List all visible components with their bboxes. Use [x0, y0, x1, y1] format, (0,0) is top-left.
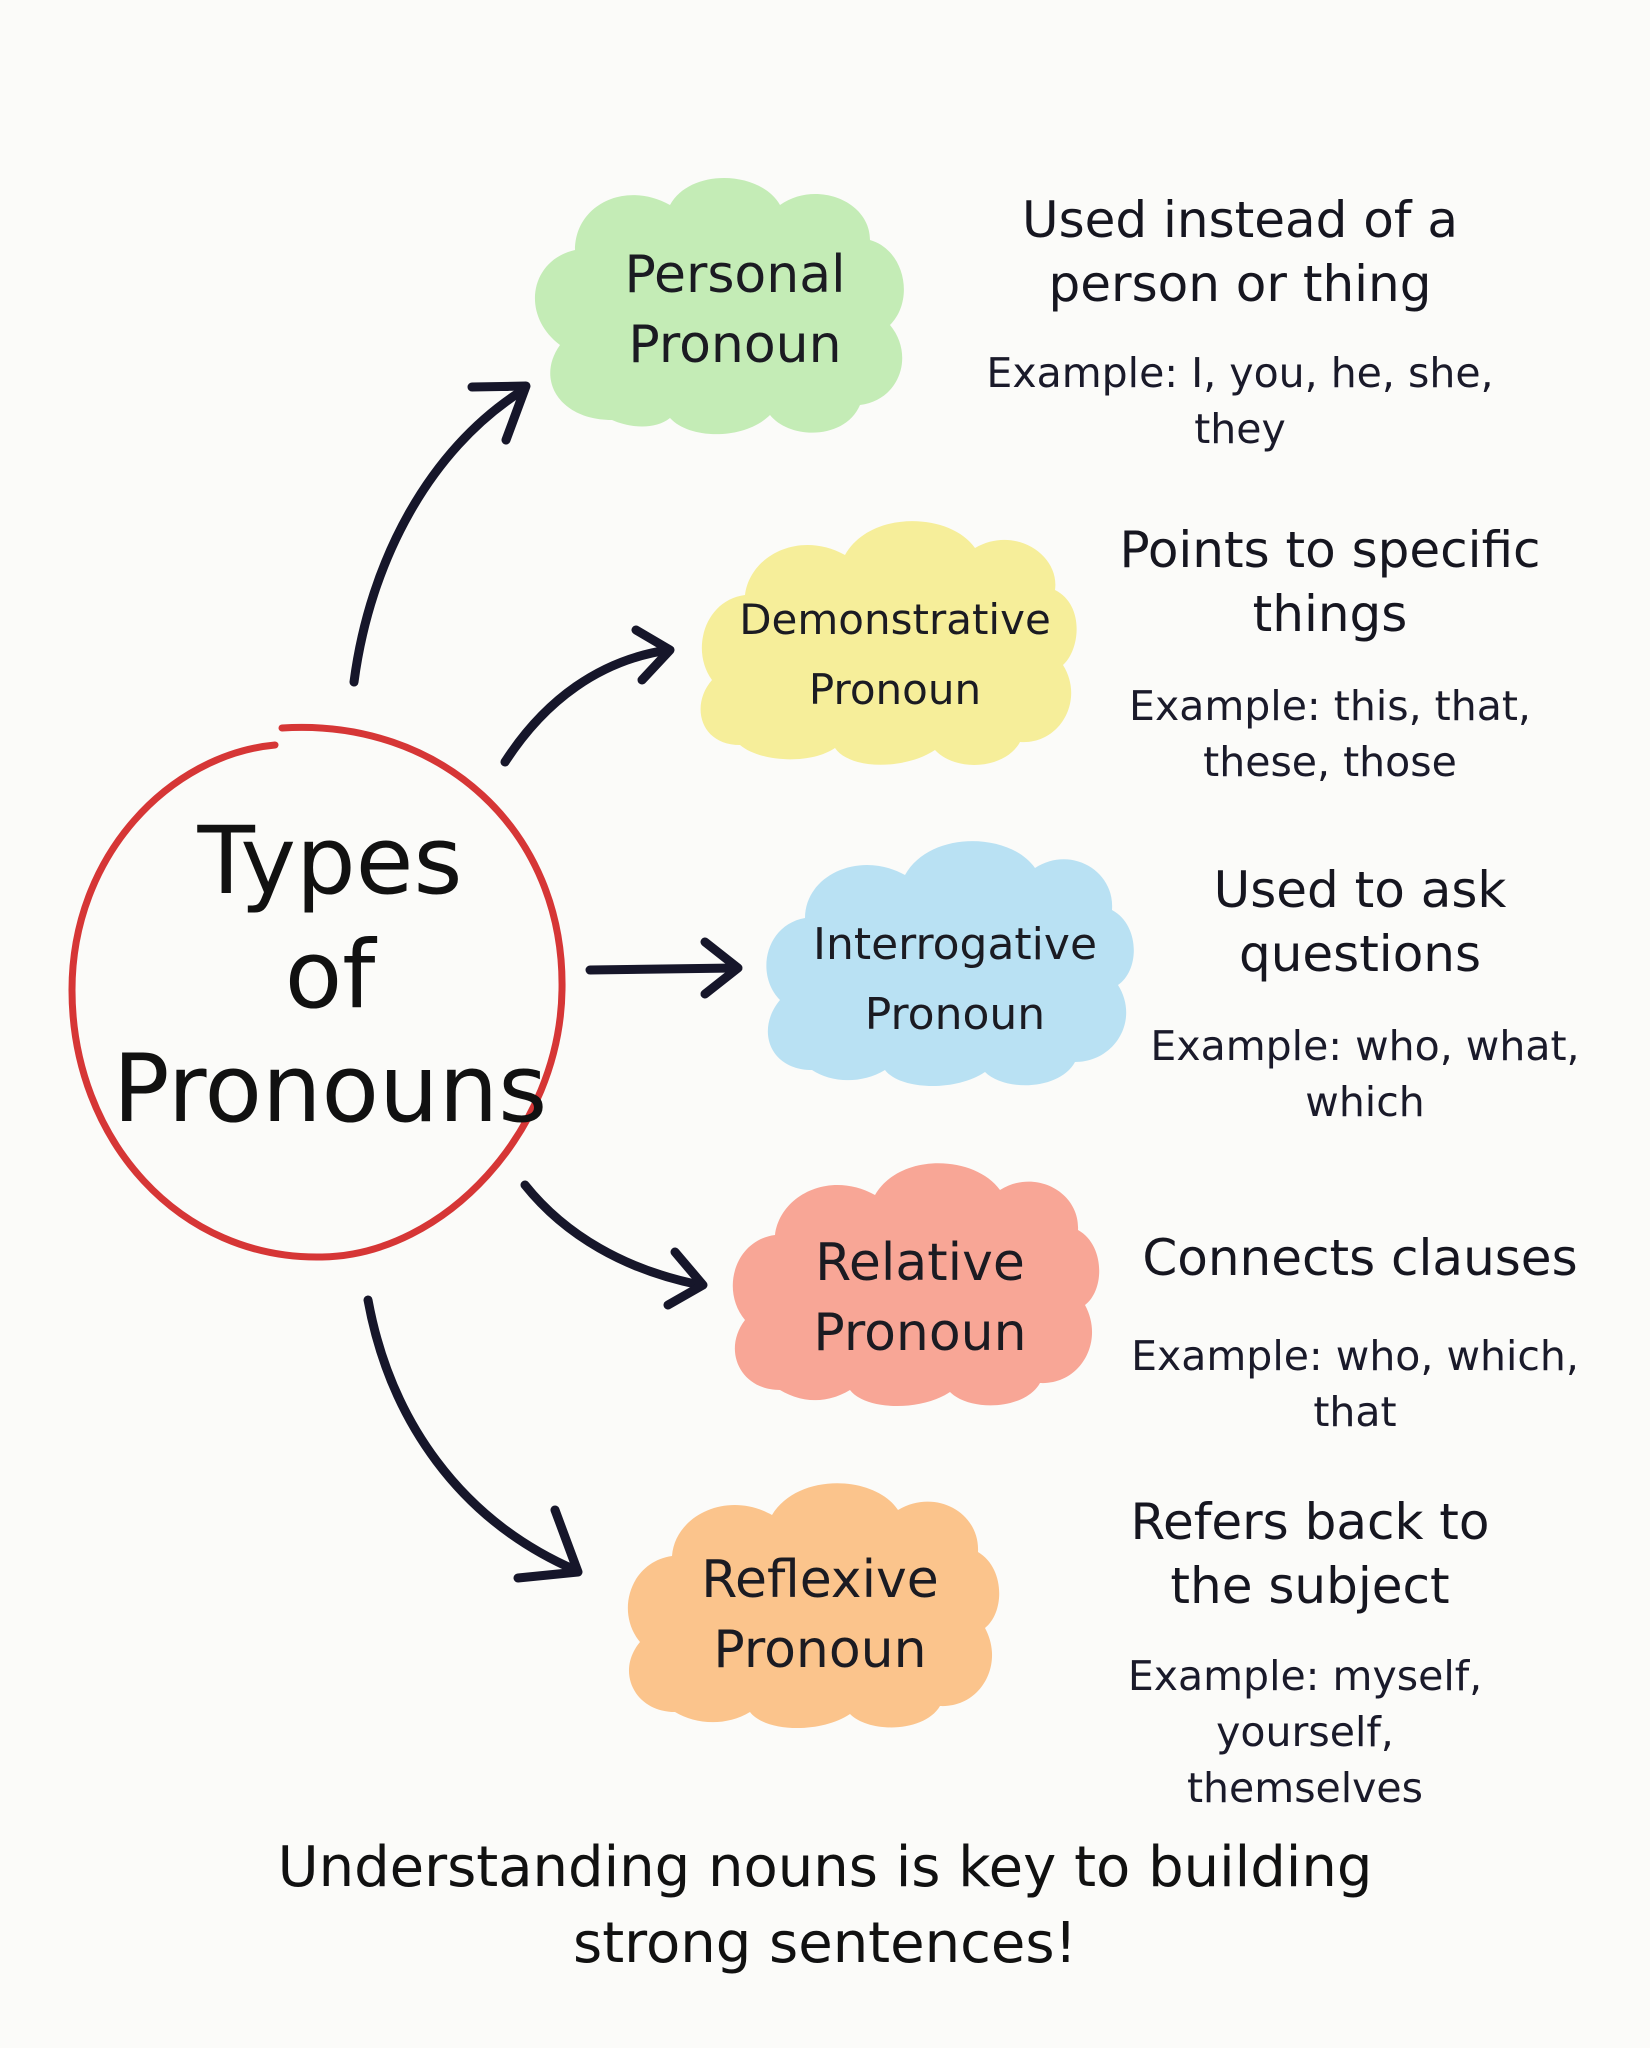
desc-line: questions	[1238, 925, 1482, 983]
example-line: which	[1305, 1078, 1425, 1126]
interrogative-description: Used to ask questions	[1150, 858, 1570, 986]
footer-line: Understanding nouns is key to building	[277, 1835, 1373, 1900]
label-line: Pronoun	[713, 1620, 927, 1680]
label-line: Pronoun	[813, 1303, 1027, 1363]
relative-example: Example: who, which, that	[1130, 1328, 1580, 1440]
center-title-line: Pronouns	[112, 1035, 548, 1144]
demonstrative-example: Example: this, that, these, those	[1110, 678, 1550, 790]
desc-line: person or thing	[1048, 255, 1432, 313]
label-line: Demonstrative	[739, 595, 1051, 644]
arrow-to-reflexive	[363, 1295, 583, 1583]
footer-caption: Understanding nouns is key to building s…	[150, 1830, 1500, 1982]
arrow-to-personal	[349, 381, 531, 687]
cloud-personal	[534, 177, 904, 435]
arrow-to-relative	[520, 1180, 708, 1310]
footer-line: strong sentences!	[573, 1911, 1077, 1976]
personal-pronoun-label: Personal Pronoun	[585, 240, 885, 380]
desc-line: Points to specific	[1119, 521, 1541, 579]
example-line: that	[1313, 1388, 1397, 1436]
relative-pronoun-label: Relative Pronoun	[760, 1228, 1080, 1368]
arrow-to-demonstrative	[500, 625, 675, 767]
demonstrative-description: Points to specific things	[1090, 518, 1570, 646]
label-line: Pronoun	[808, 665, 982, 714]
relative-description: Connects clauses	[1120, 1226, 1600, 1290]
interrogative-example: Example: who, what, which	[1145, 1018, 1585, 1130]
center-title-line: Types	[197, 807, 463, 916]
center-title: Types of Pronouns	[95, 805, 565, 1147]
example-line: Example: who, which,	[1131, 1332, 1579, 1380]
arrow-to-interrogative	[585, 937, 743, 999]
example-line: these, those	[1203, 738, 1457, 786]
reflexive-pronoun-label: Reflexive Pronoun	[665, 1545, 975, 1685]
label-line: Pronoun	[628, 315, 842, 375]
label-line: Reflexive	[701, 1550, 939, 1610]
reflexive-description: Refers back to the subject	[1070, 1490, 1550, 1618]
interrogative-pronoun-label: Interrogative Pronoun	[775, 910, 1135, 1050]
desc-line: Connects clauses	[1142, 1229, 1578, 1287]
label-line: Interrogative	[812, 919, 1098, 970]
center-ring	[68, 723, 566, 1261]
personal-description: Used instead of a person or thing	[960, 188, 1520, 316]
cloud-demonstrative	[700, 521, 1077, 765]
demonstrative-pronoun-label: Demonstrative Pronoun	[705, 585, 1085, 725]
example-line: Example: I, you, he, she, they	[986, 349, 1494, 453]
label-line: Pronoun	[864, 989, 1046, 1040]
desc-line: Refers back to	[1130, 1493, 1490, 1551]
cloud-relative	[732, 1163, 1100, 1407]
example-line: themselves	[1186, 1764, 1424, 1812]
label-line: Personal	[624, 245, 846, 305]
cloud-reflexive	[627, 1483, 1000, 1729]
desc-line: Used instead of a	[1021, 191, 1459, 249]
example-line: Example: who, what,	[1150, 1022, 1580, 1070]
cloud-interrogative	[766, 841, 1134, 1087]
desc-line: the subject	[1170, 1557, 1450, 1615]
reflexive-example: Example: myself, yourself, themselves	[1035, 1648, 1575, 1816]
desc-line: things	[1252, 585, 1408, 643]
label-line: Relative	[815, 1233, 1025, 1293]
personal-example: Example: I, you, he, she, they	[940, 345, 1540, 457]
example-line: Example: myself, yourself,	[1127, 1652, 1483, 1756]
center-title-line: of	[284, 921, 376, 1030]
desc-line: Used to ask	[1213, 861, 1507, 919]
example-line: Example: this, that,	[1129, 682, 1531, 730]
